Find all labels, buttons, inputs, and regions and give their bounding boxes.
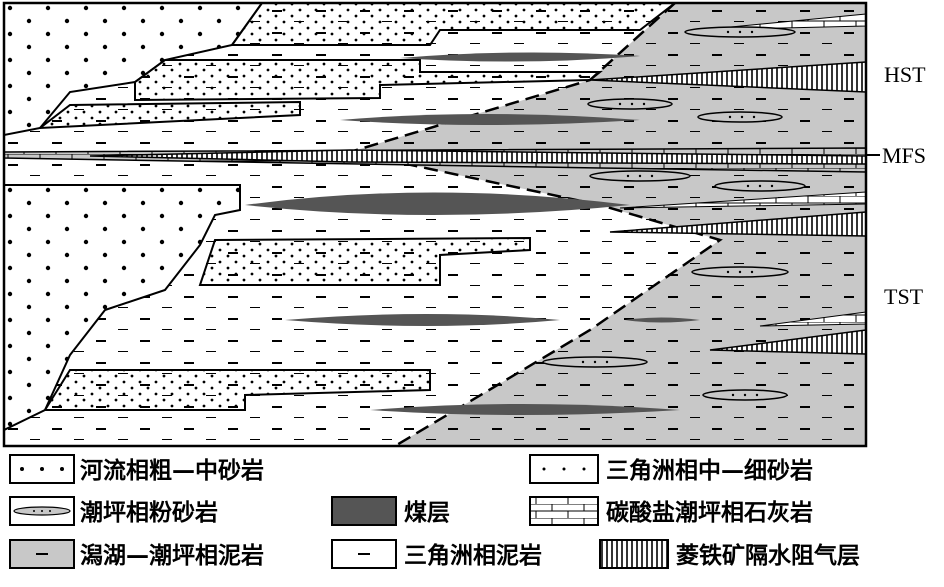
- siltstone-dots: [581, 30, 774, 397]
- coal-lens-3: [245, 192, 630, 215]
- cross-section: [4, 3, 866, 446]
- legend-label-delta-mud: 三角洲相泥岩: [404, 542, 542, 569]
- siderite-wedge-tst-1: [609, 211, 866, 237]
- delta-sandstone-lower-2: [43, 369, 431, 411]
- coal-lens-2: [340, 114, 640, 125]
- legend-label-lagoon-mud: 潟湖—潮坪相泥岩: [80, 543, 264, 569]
- legend-label-coal: 煤层: [404, 500, 450, 526]
- siltstone-lens-3: [697, 111, 783, 123]
- hst-label: HST: [884, 62, 926, 87]
- legend-swatch-coal: [331, 496, 397, 526]
- legend-swatch-siderite: [599, 539, 669, 569]
- legend-label-siderite: 菱铁矿隔水阻气层: [676, 542, 860, 569]
- delta-sandstone-lower-1: [198, 236, 531, 286]
- tst-label: TST: [884, 284, 924, 309]
- coal-lens-4: [285, 314, 560, 326]
- section-frame: [2, 1, 868, 448]
- legend-swatch-limestone: [529, 496, 599, 526]
- legend-label-delta-sand: 三角洲相中—细砂岩: [606, 457, 813, 484]
- siderite-wedge-hst: [589, 61, 866, 93]
- coal-lens-6: [370, 404, 680, 415]
- limestone-wedge-1: [699, 13, 866, 31]
- legend: 河流相粗—中砂岩 三角洲相中—细砂岩 潮坪相粉砂岩 煤层 碳酸盐潮坪相石灰岩 潟…: [9, 454, 860, 569]
- mfs-label: MFS: [882, 143, 926, 168]
- delta-sandstone-upper-2: [134, 59, 603, 102]
- delta-sandstone-upper-3: [36, 100, 301, 130]
- coal-lens-1: [400, 52, 640, 62]
- coal-lens-5: [625, 317, 700, 323]
- limestone-wedge-3: [759, 311, 866, 327]
- legend-label-river-sand: 河流相粗—中砂岩: [80, 457, 264, 484]
- siltstone-lens-2: [587, 98, 673, 110]
- river-sandstone-lower-dots: [4, 185, 240, 430]
- mfs-siderite-band: [89, 149, 866, 165]
- limestone-wedge-2: [619, 191, 866, 209]
- river-sandstone-upper-dots: [4, 3, 262, 135]
- delta-sandstone-upper-1: [230, 3, 677, 46]
- legend-label-limestone: 碳酸盐潮坪相石灰岩: [606, 499, 813, 526]
- siderite-wedge-tst-2: [709, 329, 866, 355]
- legend-label-siltstone: 潮坪相粉砂岩: [80, 500, 218, 526]
